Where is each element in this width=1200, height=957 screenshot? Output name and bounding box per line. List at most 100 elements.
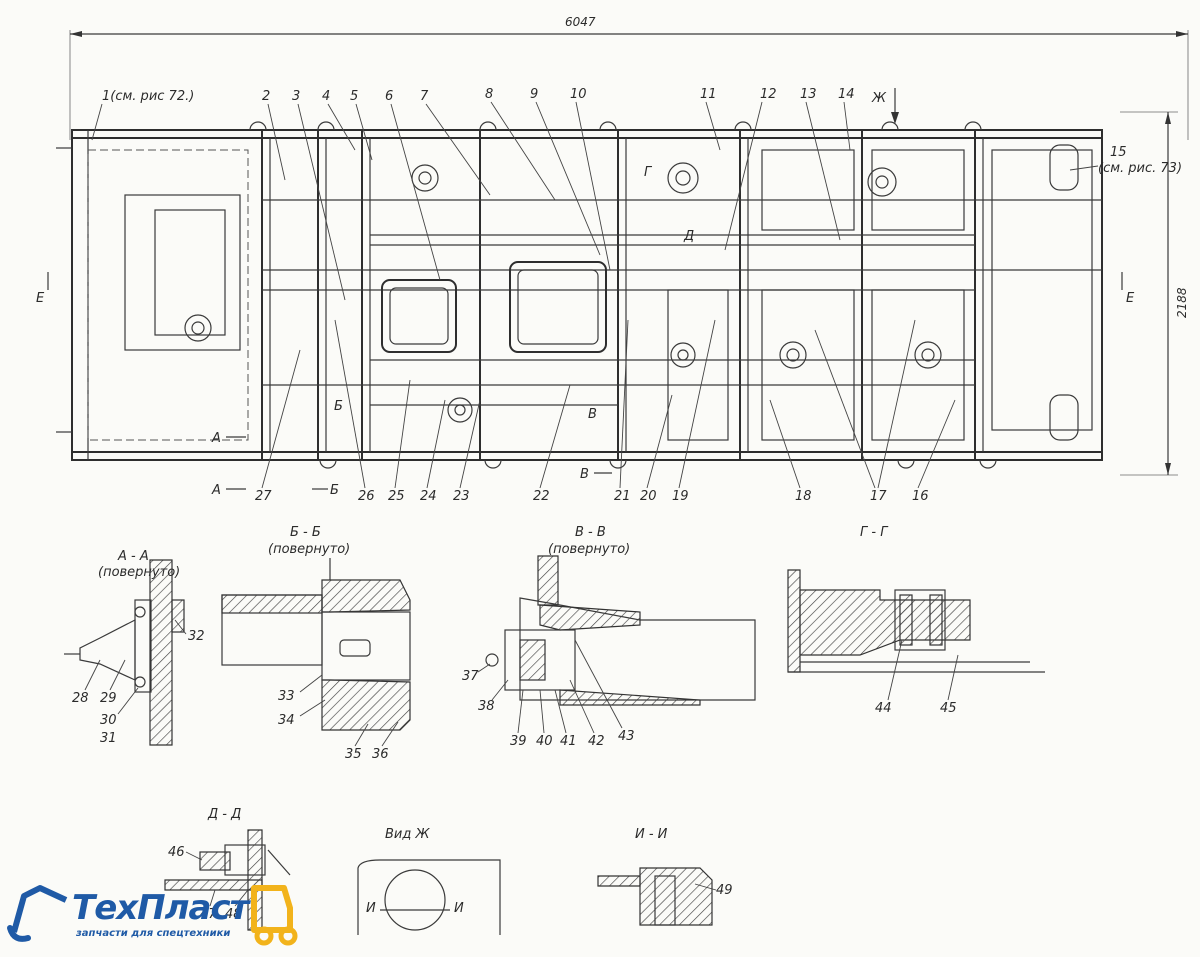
part-number: 24 [420, 489, 437, 504]
part-number: 4 [322, 89, 330, 104]
part-number: 3 [292, 89, 300, 104]
section-ii-title: И - И [635, 827, 668, 842]
view-marker-a1: А [211, 431, 221, 446]
part-number: 7 [420, 89, 429, 104]
view-marker-g: Г [644, 165, 653, 180]
section-aa: А - А (повернуто) 32 28 29 30 31 [64, 549, 205, 746]
part-number: 14 [838, 87, 855, 102]
dimension-width: 2188 [1120, 111, 1189, 476]
part-number: 26 [358, 489, 375, 504]
frame-plan-view [56, 121, 1103, 469]
part-number: 13 [800, 87, 817, 102]
ref-part-1: 1(см. рис 72.) [102, 89, 194, 104]
view-zh-title: Вид Ж [385, 827, 430, 842]
view-zh-marker-2: И [454, 901, 464, 916]
section-gg-title: Г - Г [860, 525, 889, 540]
part-number: 40 [536, 734, 553, 749]
end-lugs [56, 144, 1079, 441]
part-number: 8 [485, 87, 493, 102]
part-number: 10 [570, 87, 587, 102]
frame-references: 1(см. рис 72.) 15 (см. рис. 73) [91, 89, 1182, 176]
view-marker-d: Д [683, 229, 694, 244]
logo-name: ТехПласт [72, 888, 249, 928]
part-number: 36 [372, 747, 389, 762]
section-ii: И - И 49 [597, 827, 733, 926]
section-dd-title: Д - Д [207, 807, 241, 822]
cross-members [261, 130, 984, 460]
part-number: 41 [560, 734, 577, 749]
section-bb-subtitle: (повернуто) [268, 542, 350, 557]
techplast-logo: ТехПласт запчасти для спецтехники [6, 878, 306, 948]
section-vv-subtitle: (повернуто) [548, 542, 630, 557]
part-number: 16 [912, 489, 929, 504]
section-dd: Д - Д 46 47 48 [164, 807, 291, 931]
part-number: 32 [188, 629, 205, 644]
part-number: 28 [72, 691, 89, 706]
part-number: 39 [510, 734, 527, 749]
part-number: 2 [262, 89, 270, 104]
view-zh: Вид Ж И И [357, 827, 501, 935]
part-numbers-bottom: 27 26 25 24 23 22 21 20 19 18 17 16 [255, 319, 956, 504]
part-number: 37 [462, 669, 479, 684]
section-bb-title: Б - Б [290, 525, 321, 540]
inspection-hatches [381, 261, 607, 353]
part-number: 11 [700, 87, 717, 102]
view-markers: Ж Е Е А А Б Б В В Г Д [36, 88, 1135, 498]
part-number: 35 [345, 747, 362, 762]
part-number: 48 [225, 907, 242, 922]
part-number: 31 [100, 731, 117, 746]
dimension-length-value: 6047 [565, 15, 596, 29]
view-marker-b1: Б [334, 399, 343, 414]
part-number: 23 [453, 489, 470, 504]
part-number: 47 [200, 907, 217, 922]
part-number: 19 [672, 489, 689, 504]
part-number: 30 [100, 713, 117, 728]
view-marker-e-left: Е [36, 291, 45, 306]
edge-bolts [249, 121, 997, 469]
section-gg: Г - Г 44 45 [787, 525, 1045, 716]
part-numbers-top: 2 3 4 5 6 7 8 9 10 11 12 13 14 [262, 87, 855, 301]
logo-tagline: запчасти для спецтехники [76, 928, 231, 939]
part-number: 9 [530, 87, 538, 102]
section-bb: Б - Б (повернуто) 33 34 35 36 [221, 525, 411, 762]
part-number: 46 [168, 845, 185, 860]
ref-part-15-note: (см. рис. 73) [1098, 161, 1182, 176]
view-zh-marker: И [366, 901, 376, 916]
view-marker-v2: В [580, 467, 589, 482]
dimension-length: 6047 [69, 15, 1189, 140]
part-number: 25 [388, 489, 405, 504]
loader-icon [251, 885, 298, 946]
view-marker-e-right: Е [1126, 291, 1135, 306]
part-number: 38 [478, 699, 495, 714]
part-number: 18 [795, 489, 812, 504]
part-number: 20 [640, 489, 657, 504]
view-marker-zh: Ж [871, 91, 887, 106]
part-number: 6 [385, 89, 393, 104]
part-number: 44 [875, 701, 892, 716]
view-marker-b2: Б [330, 483, 339, 498]
part-number: 29 [100, 691, 117, 706]
part-number: 12 [760, 87, 777, 102]
part-number: 21 [614, 489, 631, 504]
part-number: 49 [716, 883, 733, 898]
dimension-width-value: 2188 [1175, 287, 1189, 318]
view-marker-v1: В [588, 407, 597, 422]
section-vv-title: В - В [575, 525, 606, 540]
view-marker-a2: А [211, 483, 221, 498]
part-number: 45 [940, 701, 957, 716]
rosette-fittings [184, 162, 942, 423]
section-vv: В - В (повернуто) 37 38 39 40 41 42 43 [462, 525, 756, 749]
part-number: 5 [350, 89, 358, 104]
part-number: 17 [870, 489, 887, 504]
excavator-icon [7, 885, 68, 942]
part-number: 33 [278, 689, 295, 704]
part-number: 42 [588, 734, 605, 749]
part-number: 27 [255, 489, 272, 504]
ref-part-15: 15 [1110, 145, 1127, 160]
right-compartments [667, 149, 1093, 441]
part-number: 34 [278, 713, 295, 728]
part-number: 43 [618, 729, 635, 744]
part-number: 22 [533, 489, 550, 504]
section-aa-title: А - А [117, 549, 149, 564]
